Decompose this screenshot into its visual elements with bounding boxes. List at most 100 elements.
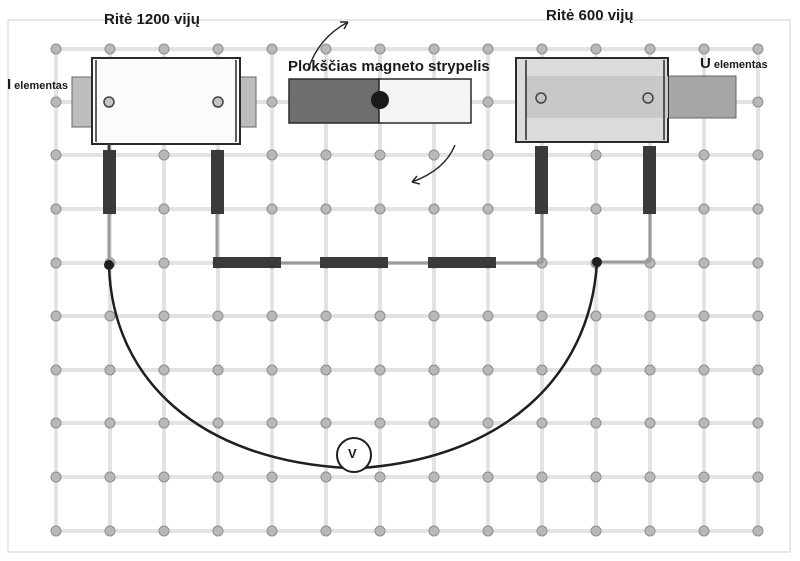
- peg: [104, 310, 116, 322]
- voltmeter: [336, 437, 372, 473]
- peg: [320, 417, 332, 429]
- peg: [320, 310, 332, 322]
- peg: [266, 43, 278, 55]
- peg: [374, 310, 386, 322]
- peg: [374, 471, 386, 483]
- peg: [482, 43, 494, 55]
- peg: [50, 364, 62, 376]
- peg: [158, 471, 170, 483]
- peg: [320, 471, 332, 483]
- peg: [212, 471, 224, 483]
- peg: [212, 417, 224, 429]
- coil-600-terminal-left: [535, 92, 547, 104]
- peg: [50, 417, 62, 429]
- peg: [752, 203, 764, 215]
- peg: [536, 471, 548, 483]
- peg: [320, 43, 332, 55]
- peg: [50, 96, 62, 108]
- core-i-element: [71, 76, 93, 128]
- peg: [266, 417, 278, 429]
- bar-magnet: [288, 78, 472, 124]
- peg: [374, 525, 386, 537]
- peg: [266, 525, 278, 537]
- i-element-letter: I: [7, 76, 12, 93]
- i-element-word: elementas: [14, 80, 68, 92]
- peg: [698, 149, 710, 161]
- junction-left: [104, 260, 114, 270]
- peg: [536, 525, 548, 537]
- peg: [212, 525, 224, 537]
- peg: [590, 203, 602, 215]
- peg: [50, 43, 62, 55]
- core-i-element-right: [239, 76, 257, 128]
- peg: [158, 364, 170, 376]
- coil-600-terminal-right: [642, 92, 654, 104]
- peg: [428, 149, 440, 161]
- rotation-arrow-bottom: [411, 144, 456, 183]
- magnet-label: Plokščias magneto strypelis: [288, 58, 490, 75]
- peg: [320, 149, 332, 161]
- peg: [644, 364, 656, 376]
- magnet-pivot: [371, 91, 389, 109]
- peg: [698, 203, 710, 215]
- peg: [482, 96, 494, 108]
- coil-1200-label: Ritė 1200 vijų: [104, 11, 200, 28]
- rotation-arrows: [307, 21, 456, 185]
- peg: [698, 417, 710, 429]
- peg: [698, 310, 710, 322]
- board-frame: [7, 19, 791, 553]
- peg: [752, 471, 764, 483]
- segment-3: [428, 257, 496, 268]
- coil-1200: [71, 57, 257, 145]
- lead-coil600-left: [535, 146, 548, 214]
- peg: [752, 417, 764, 429]
- peg: [752, 257, 764, 269]
- coil-leads: [103, 144, 656, 214]
- peg: [698, 257, 710, 269]
- peg: [374, 203, 386, 215]
- peg: [104, 417, 116, 429]
- u-element-word: elementas: [713, 59, 768, 71]
- coil-600: [515, 57, 737, 143]
- peg: [104, 471, 116, 483]
- peg: [158, 257, 170, 269]
- peg: [644, 43, 656, 55]
- wire-to-voltmeter-right-curve: [360, 261, 599, 470]
- peg: [536, 417, 548, 429]
- peg: [158, 310, 170, 322]
- peg: [374, 43, 386, 55]
- u-element-letter: U: [700, 55, 711, 72]
- peg: [698, 471, 710, 483]
- peg: [212, 43, 224, 55]
- peg: [428, 525, 440, 537]
- peg: [158, 417, 170, 429]
- peg: [590, 417, 602, 429]
- core-u-element: [667, 75, 737, 119]
- peg: [428, 203, 440, 215]
- peg: [536, 43, 548, 55]
- peg: [266, 364, 278, 376]
- peg: [104, 525, 116, 537]
- peg: [212, 364, 224, 376]
- lead-coil1200-right: [211, 150, 224, 214]
- rotation-arrow-top: [307, 21, 349, 71]
- peg: [590, 149, 602, 161]
- peg: [428, 417, 440, 429]
- series-segments: [213, 257, 496, 268]
- peg: [482, 310, 494, 322]
- peg: [266, 203, 278, 215]
- peg: [104, 364, 116, 376]
- peg: [482, 525, 494, 537]
- peg: [50, 149, 62, 161]
- peg: [320, 525, 332, 537]
- peg: [752, 149, 764, 161]
- peg: [590, 525, 602, 537]
- peg: [374, 364, 386, 376]
- peg: [266, 310, 278, 322]
- magnet-dark-half: [288, 78, 380, 124]
- peg: [104, 43, 116, 55]
